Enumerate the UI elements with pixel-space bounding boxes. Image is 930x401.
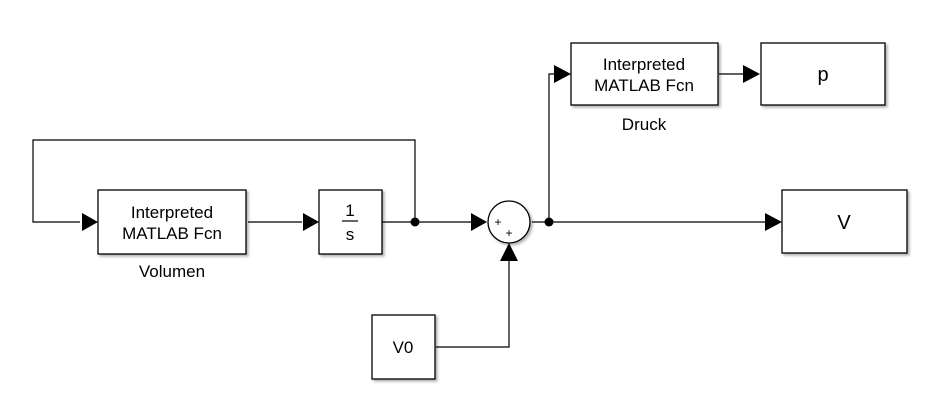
v0-to-sum-wire[interactable] <box>436 260 510 348</box>
v0-constant-text: V0 <box>393 338 414 357</box>
branch-to-druck-wire[interactable] <box>548 73 556 222</box>
druck-fcn-block[interactable]: Interpreted MATLAB Fcn <box>570 42 719 106</box>
arrowhead-icon <box>303 213 319 231</box>
integrator-numerator: 1 <box>345 201 354 220</box>
arrowhead-icon <box>554 65 571 83</box>
druck-fcn-line2: MATLAB Fcn <box>594 76 694 95</box>
arrowhead-icon <box>765 213 782 231</box>
sum-block[interactable]: + + <box>487 200 531 244</box>
v-output-text: V <box>837 212 851 234</box>
druck-fcn-line1: Interpreted <box>603 55 685 74</box>
p-output-block[interactable]: p <box>760 42 886 106</box>
integrator-block[interactable]: 1 s <box>318 189 383 255</box>
arrowhead-icon <box>743 65 760 83</box>
p-output-text: p <box>817 64 828 86</box>
branch-point <box>544 217 554 227</box>
volumen-fcn-line2: MATLAB Fcn <box>122 224 222 243</box>
integrator-denominator: s <box>346 225 355 244</box>
druck-label: Druck <box>622 115 667 134</box>
v0-constant-block[interactable]: V0 <box>371 314 436 380</box>
arrowhead-icon <box>471 213 487 231</box>
sum-sign-1: + <box>494 215 501 229</box>
arrowhead-icon <box>500 243 518 261</box>
arrowhead-icon <box>82 213 98 231</box>
volumen-fcn-block[interactable]: Interpreted MATLAB Fcn <box>97 189 247 255</box>
branch-point <box>410 217 420 227</box>
feedback-wire[interactable] <box>32 139 416 223</box>
volumen-label: Volumen <box>139 262 205 281</box>
volumen-fcn-line1: Interpreted <box>131 203 213 222</box>
sum-sign-2: + <box>505 226 512 240</box>
v-output-block[interactable]: V <box>781 189 908 254</box>
